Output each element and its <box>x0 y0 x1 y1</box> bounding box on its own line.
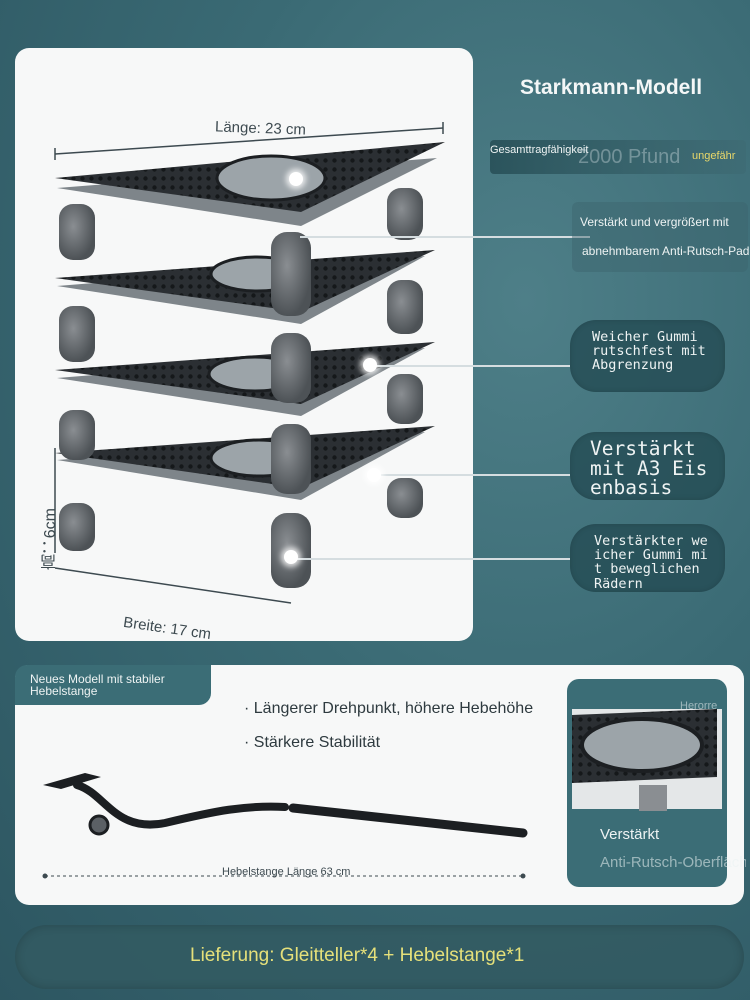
delivery-bar <box>15 925 744 989</box>
feature-1-background <box>572 202 748 272</box>
dolly-layer-1 <box>55 142 445 316</box>
highlight-dot-3 <box>367 468 381 482</box>
capacity-value: 2000 Pfund <box>578 146 681 168</box>
height-dimension-label: 高：6cm <box>42 508 59 571</box>
dolly-layer-3 <box>55 342 435 494</box>
product-image-panel: Länge: 23 cm Breite: 17 cm 高：6cm <box>15 48 473 641</box>
leader-line-feature-2 <box>370 365 570 367</box>
highlight-dot-4 <box>284 550 298 564</box>
leader-line-feature-1 <box>300 236 590 238</box>
feature-3-text: Verstärkt mit A3 Eisenbasis <box>590 437 708 499</box>
inset-subtitle: Anti-Rutsch-Oberfläche <box>600 854 746 871</box>
feature-4-box: Verstärkter weicher Gummi mit bewegliche… <box>570 524 725 592</box>
lever-bar-illustration <box>42 773 528 879</box>
length-dimension-label: Länge: 23 cm <box>214 118 307 139</box>
anti-slip-inset-card <box>567 679 727 887</box>
lever-length-label: Hebelstange Länge 63 cm <box>222 866 351 878</box>
feature-4-text: Verstärkter weicher Gummi mit bewegliche… <box>594 533 708 592</box>
capacity-box <box>490 140 746 174</box>
feature-3-box: Verstärkt mit A3 Eisenbasis <box>570 432 725 500</box>
inset-watermark: Herorre <box>680 700 718 712</box>
feature-2-text: Weicher Gummi rutschfest mit Abgrenzung <box>592 329 706 374</box>
lever-bullet-1: · Längerer Drehpunkt, höhere Hebehöhe <box>244 700 534 717</box>
leader-line-feature-3 <box>374 474 570 476</box>
leader-line-feature-4 <box>292 558 570 560</box>
stacked-dollies-illustration <box>54 122 445 604</box>
lever-bullet-2: · Stärkere Stabilität <box>244 734 381 751</box>
highlight-dot-1 <box>289 172 303 186</box>
model-title: Starkmann-Modell <box>520 76 703 99</box>
capacity-approx: ungefähr <box>692 150 736 162</box>
lever-tag: Neues Modell mit stabiler Hebelstange <box>15 665 211 705</box>
delivery-text: Lieferung: Gleitteller*4 + Hebelstange*1 <box>190 945 525 966</box>
highlight-dot-2 <box>363 358 377 372</box>
feature-1-line-1: Verstärkt und vergrößert mit <box>580 215 729 229</box>
feature-2-box: Weicher Gummi rutschfest mit Abgrenzung <box>570 320 725 392</box>
anti-slip-surface-image <box>572 709 722 811</box>
capacity-label: Gesamttragfähigkeit <box>490 144 589 156</box>
dolly-layer-4 <box>55 426 435 588</box>
feature-1-line-2: abnehmbarem Anti-Rutsch-Pad <box>582 244 750 258</box>
inset-title: Verstärkt <box>600 826 660 843</box>
